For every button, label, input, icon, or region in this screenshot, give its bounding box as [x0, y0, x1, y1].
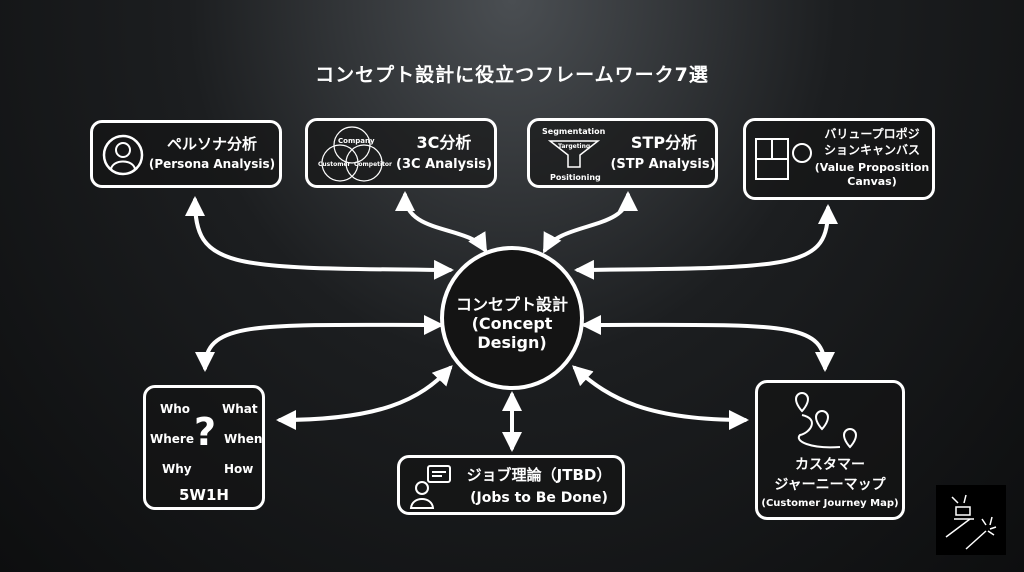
vpc-line2: ションキャンバス: [823, 143, 920, 157]
arrow-5w1h-center: [276, 365, 453, 430]
cjm-box: カスタマー ジャーニーマップ (Customer Journey Map): [755, 380, 905, 520]
arrow-persona: [185, 196, 454, 280]
3c-title: 3C分析: [416, 133, 472, 152]
stp-sub: (STP Analysis): [610, 157, 716, 172]
person-icon: [102, 134, 144, 176]
person-speech-icon: [409, 465, 451, 509]
stp-segmentation: Segmentation: [542, 127, 606, 136]
cjm-line1: カスタマー: [795, 457, 865, 473]
arrow-5w1h: [195, 314, 444, 372]
arrow-cjm: [581, 314, 835, 372]
venn-company: Company: [338, 137, 375, 145]
jtbd-box: ジョブ理論（JTBD） (Jobs to Be Done): [397, 455, 625, 515]
w-who: Who: [160, 402, 191, 416]
arrow-3c: [395, 191, 488, 254]
vpc-box: バリュープロポジ ションキャンバス (Value Proposition Can…: [743, 118, 935, 200]
5w1h-box: Who What Where When Why How ? 5W1H: [143, 385, 265, 510]
3c-box: Company Customer Competitor 3C分析 (3C Ana…: [305, 118, 497, 188]
center-line3: Design): [477, 333, 547, 353]
venn-icon: [321, 126, 383, 182]
stp-positioning: Positioning: [550, 173, 601, 182]
jtbd-title: ジョブ理論（JTBD）: [466, 466, 612, 484]
vpc-line3: (Value Proposition: [814, 161, 930, 174]
venn-competitor: Competitor: [354, 161, 393, 168]
vpc-line4: Canvas): [847, 175, 897, 188]
brand-logo: [936, 485, 1006, 555]
center-label: コンセプト設計 (Concept Design): [442, 295, 582, 353]
stp-box: Segmentation Targeting Positioning STP分析…: [527, 118, 718, 188]
stp-targeting: Targeting: [558, 143, 591, 150]
w-where: Where: [150, 432, 194, 446]
stp-title: STP分析: [630, 133, 698, 152]
venn-customer: Customer: [318, 161, 351, 168]
center-line1: コンセプト設計: [455, 295, 568, 314]
page-title: コンセプト設計に役立つフレームワーク7選: [315, 64, 709, 86]
persona-box: ペルソナ分析 (Persona Analysis): [90, 120, 282, 188]
canvas-icon: [755, 138, 812, 180]
center-line2: (Concept: [471, 314, 553, 334]
persona-sub: (Persona Analysis): [148, 157, 276, 171]
w-how: How: [224, 462, 254, 476]
persona-title: ペルソナ分析: [166, 135, 257, 153]
arrow-cjm-center: [572, 365, 749, 430]
vpc-line1: バリュープロポジ: [824, 127, 920, 141]
w-when: When: [224, 432, 263, 446]
question-icon: ?: [194, 410, 217, 454]
arrow-stp: [543, 191, 638, 254]
jtbd-sub: (Jobs to Be Done): [470, 490, 608, 506]
3c-sub: (3C Analysis): [396, 157, 492, 172]
cjm-line2: ジャーニーマップ: [774, 477, 886, 493]
logo-mark-icon: [945, 494, 997, 550]
w-what: What: [222, 402, 258, 416]
cjm-sub: (Customer Journey Map): [761, 498, 899, 509]
arrow-vpc: [574, 204, 838, 280]
center-circle: [440, 246, 584, 390]
w-why: Why: [162, 462, 192, 476]
journey-map-icon: [794, 391, 858, 449]
funnel-icon: [548, 140, 600, 168]
5w1h-label: 5W1H: [179, 486, 229, 504]
